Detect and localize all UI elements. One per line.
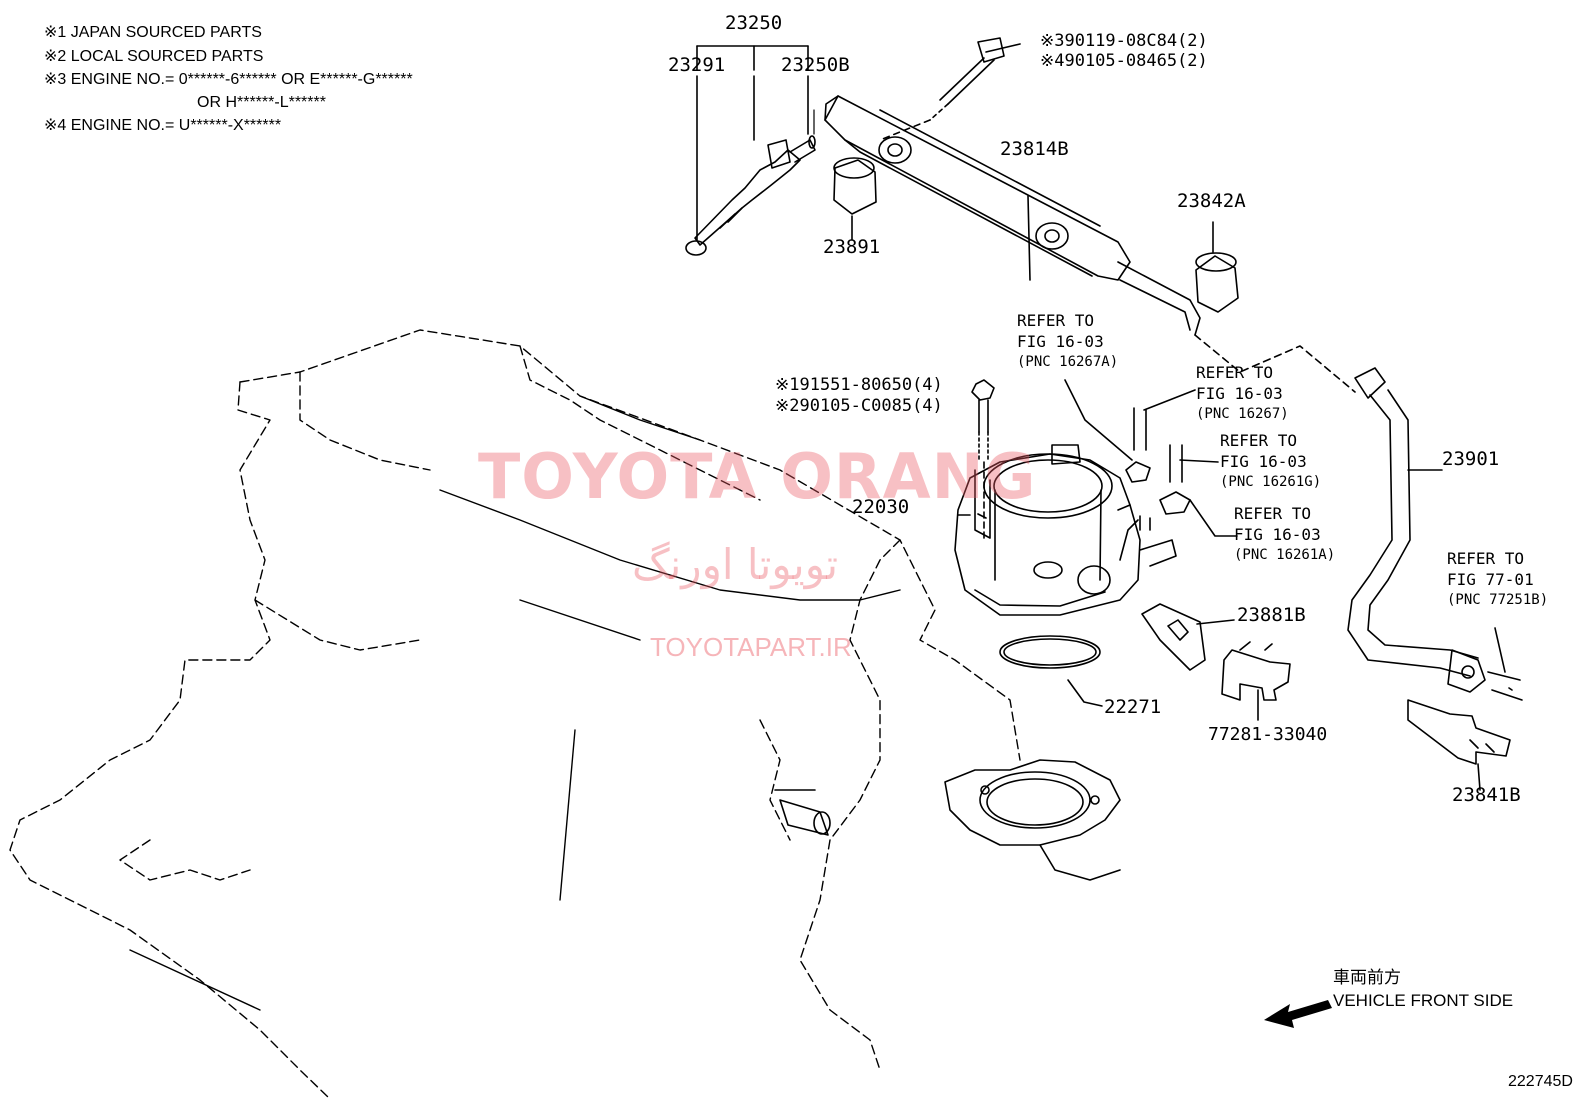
refer-to-16261A-line2: FIG 16-03 <box>1234 525 1321 544</box>
bolt-label-90105-C0085: ※290105-C0085(4) <box>775 396 943 416</box>
part-label-23901: 23901 <box>1442 448 1500 470</box>
fuel-hose-23901 <box>1347 367 1523 701</box>
vehicle-front-side-label: 車両前方 VEHICLE FRONT SIDE <box>1333 966 1513 1012</box>
bolt-label-90119: ※390119-08C84(2) <box>1040 31 1208 51</box>
vehicle-front-arrow <box>1264 1000 1332 1028</box>
refer-to-16261G-pnc: (PNC 16261G) <box>1220 474 1322 490</box>
throttle-body-bolt <box>971 379 995 541</box>
refer-to-16261A: REFER TO FIG 16-03 (PNC 16261A) <box>1234 503 1335 566</box>
part-label-23250B: 23250B <box>781 54 850 76</box>
refer-to-77251B: REFER TO FIG 77-01 (PNC 77251B) <box>1447 548 1548 611</box>
refer-to-16261G: REFER TO FIG 16-03 (PNC 16261G) <box>1220 430 1321 493</box>
refer-to-77251B-line1: REFER TO <box>1447 549 1525 568</box>
refer-to-16261G-line1: REFER TO <box>1220 431 1298 450</box>
refer-to-16267A: REFER TO FIG 16-03 (PNC 16267A) <box>1017 310 1118 373</box>
part-label-23814B: 23814B <box>1000 138 1069 160</box>
vehicle-front-en: VEHICLE FRONT SIDE <box>1333 991 1514 1010</box>
note-2: ※2 LOCAL SOURCED PARTS <box>44 48 264 65</box>
refer-to-16261A-pnc: (PNC 16261A) <box>1234 547 1336 563</box>
part-label-22271: 22271 <box>1104 696 1162 718</box>
clamp-77281 <box>1221 641 1291 721</box>
grommet-23842A <box>1195 221 1239 313</box>
refer-to-16267A-line1: REFER TO <box>1017 311 1095 330</box>
refer-to-16267: REFER TO FIG 16-03 (PNC 16267) <box>1196 362 1289 425</box>
pipe-stub <box>774 789 831 836</box>
leader-lines <box>957 379 1506 673</box>
delivery-pipe <box>824 95 1201 336</box>
note-3: ※3 ENGINE NO.= 0******-6****** OR E*****… <box>44 71 413 88</box>
note-1: ※1 JAPAN SOURCED PARTS <box>44 24 262 41</box>
engine-solid-edges <box>129 395 901 1011</box>
refer-to-77251B-pnc: (PNC 77251B) <box>1447 592 1549 608</box>
refer-to-16267-line1: REFER TO <box>1196 363 1274 382</box>
retainer-23841B <box>1407 699 1511 791</box>
part-label-23881B: 23881B <box>1237 604 1306 626</box>
watermark-persian: تویوتا اورنگ <box>632 540 839 589</box>
figure-id: 222745D <box>1508 1073 1573 1090</box>
refer-to-77251B-line2: FIG 77-01 <box>1447 570 1534 589</box>
part-label-23291: 23291 <box>668 54 726 76</box>
bolt-label-91551: ※191551-80650(4) <box>775 375 943 395</box>
part-label-23250: 23250 <box>725 12 783 34</box>
refer-to-16261A-line1: REFER TO <box>1234 504 1312 523</box>
watermark-brand: TOYOTA ORANG <box>478 440 1037 513</box>
bracket-23881B <box>1141 603 1235 671</box>
grommet-23891 <box>833 157 877 241</box>
bolt-label-90105-08465: ※490105-08465(2) <box>1040 51 1208 71</box>
part-label-23891: 23891 <box>823 236 881 258</box>
refer-to-16261G-line2: FIG 16-03 <box>1220 452 1307 471</box>
refer-to-16267-line2: FIG 16-03 <box>1196 384 1283 403</box>
vehicle-front-jp: 車両前方 <box>1333 968 1401 987</box>
refer-to-16267-pnc: (PNC 16267) <box>1196 406 1289 422</box>
intake-flange <box>944 759 1121 881</box>
injector-assembly <box>685 45 816 256</box>
note-3-cont: OR H******-L****** <box>197 94 326 111</box>
fuel-line-dashed <box>1194 334 1356 393</box>
watermark-site: TOYOTAPART.IR <box>650 632 852 662</box>
part-label-22030: 22030 <box>852 496 910 518</box>
refer-to-16267A-pnc: (PNC 16267A) <box>1017 354 1119 370</box>
delivery-pipe-bolt <box>879 37 1021 141</box>
gasket-22271 <box>999 635 1103 707</box>
part-label-23842A: 23842A <box>1177 190 1246 212</box>
hose-clamps <box>1125 407 1238 537</box>
refer-to-16267A-line2: FIG 16-03 <box>1017 332 1104 351</box>
part-label-77281-33040: 77281-33040 <box>1208 724 1328 745</box>
part-label-23841B: 23841B <box>1452 784 1521 806</box>
note-4: ※4 ENGINE NO.= U******-X****** <box>44 117 282 134</box>
